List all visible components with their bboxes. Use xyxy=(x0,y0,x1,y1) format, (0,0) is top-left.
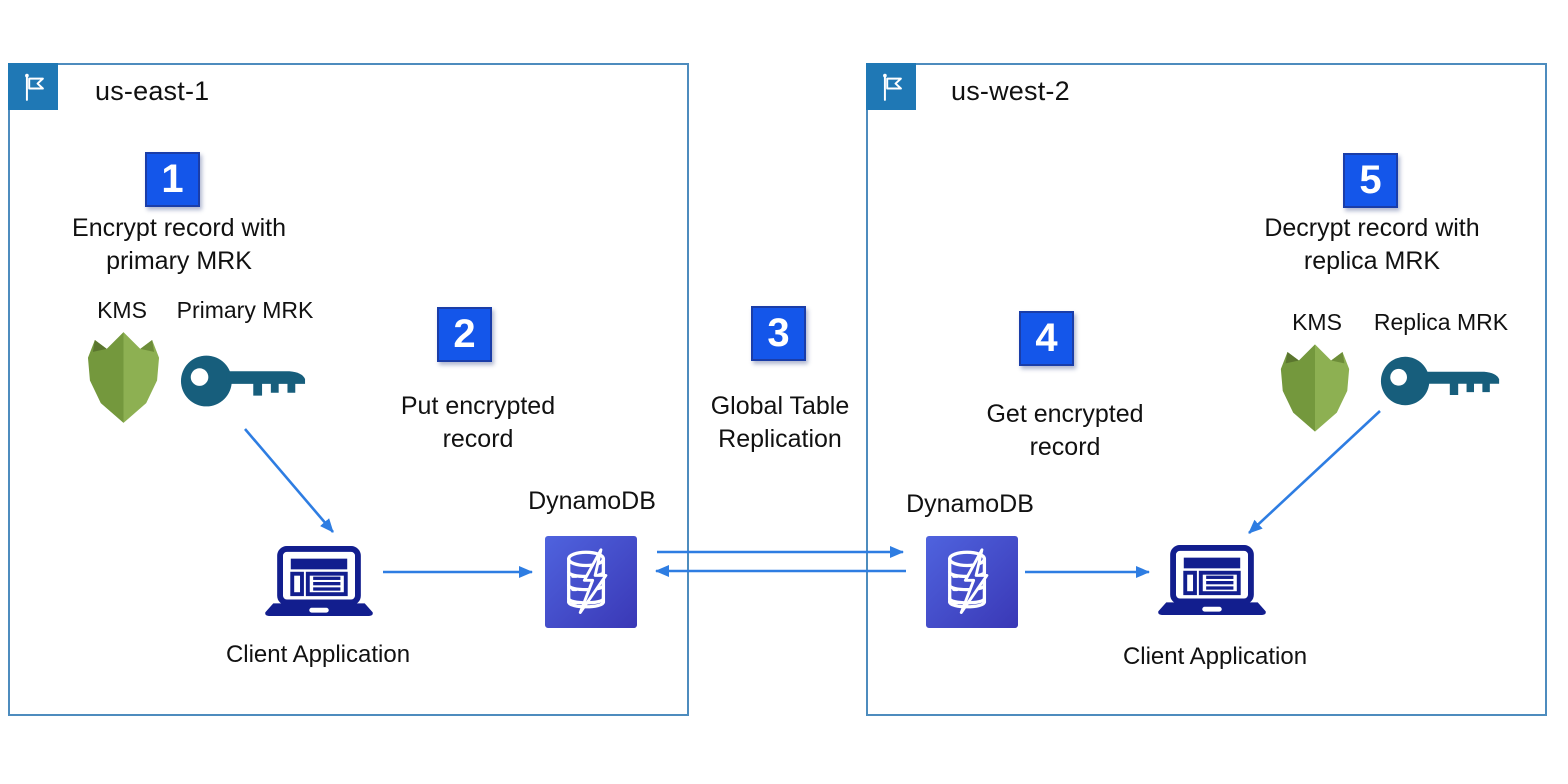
flag-icon xyxy=(25,73,44,101)
step-label-1: Encrypt record with primary MRK xyxy=(19,212,339,278)
replica-mrk-label: Replica MRK xyxy=(1373,309,1509,335)
step-number: 4 xyxy=(1035,316,1058,360)
flag-icon xyxy=(883,73,902,101)
client-application-label: Client Application xyxy=(1122,643,1308,670)
region-label-us-east-1: us-east-1 xyxy=(95,76,210,106)
kms-label: KMS xyxy=(97,297,147,323)
step-label-line: Global Table xyxy=(710,392,850,420)
step-number: 2 xyxy=(453,312,476,356)
step-label-2: Put encrypted record xyxy=(318,390,638,456)
step-number: 1 xyxy=(161,157,184,201)
step-label-line: Encrypt record with xyxy=(72,214,286,242)
primary-mrk-key-icon xyxy=(180,355,306,407)
dynamodb-icon xyxy=(926,536,1018,628)
database-lightning-icon xyxy=(567,548,608,615)
step-label-line: Get encrypted xyxy=(986,400,1144,428)
step-label-line: Put encrypted xyxy=(400,392,556,420)
step-label-line: replica MRK xyxy=(1303,247,1441,275)
step-label-4: Get encrypted record xyxy=(905,398,1225,464)
step-label-line: Replication xyxy=(718,425,842,453)
step-label-line: Decrypt record with xyxy=(1264,214,1480,242)
primary-mrk-label: Primary MRK xyxy=(176,297,314,323)
replica-mrk-key-icon xyxy=(1380,356,1500,406)
database-lightning-icon xyxy=(948,548,989,615)
region-flag-icon xyxy=(8,63,58,110)
kms-shield-icon xyxy=(1280,344,1350,432)
step-badge-3: 3 xyxy=(751,306,806,361)
step-number: 3 xyxy=(767,311,790,355)
region-flag-icon xyxy=(866,63,916,110)
client-laptop-icon xyxy=(265,546,373,617)
dynamodb-label: DynamoDB xyxy=(528,487,656,515)
step-label-line: primary MRK xyxy=(106,247,252,275)
step-badge-4: 4 xyxy=(1019,311,1074,366)
region-box-us-east-1 xyxy=(8,63,689,716)
kms-shield-icon xyxy=(87,332,160,423)
step-number: 5 xyxy=(1359,158,1382,202)
dynamodb-icon xyxy=(545,536,637,628)
step-label-line: record xyxy=(1029,433,1101,461)
step-badge-2: 2 xyxy=(437,307,492,362)
client-application-label: Client Application xyxy=(225,641,411,668)
step-badge-1: 1 xyxy=(145,152,200,207)
client-laptop-icon xyxy=(1158,545,1266,616)
step-label-3: Global Table Replication xyxy=(620,390,940,456)
step-label-5: Decrypt record with replica MRK xyxy=(1212,212,1532,278)
step-label-line: record xyxy=(442,425,514,453)
region-box-us-west-2 xyxy=(866,63,1547,716)
dynamodb-label: DynamoDB xyxy=(906,490,1034,518)
region-label-us-west-2: us-west-2 xyxy=(951,76,1070,106)
step-badge-5: 5 xyxy=(1343,153,1398,208)
kms-label: KMS xyxy=(1292,309,1342,335)
